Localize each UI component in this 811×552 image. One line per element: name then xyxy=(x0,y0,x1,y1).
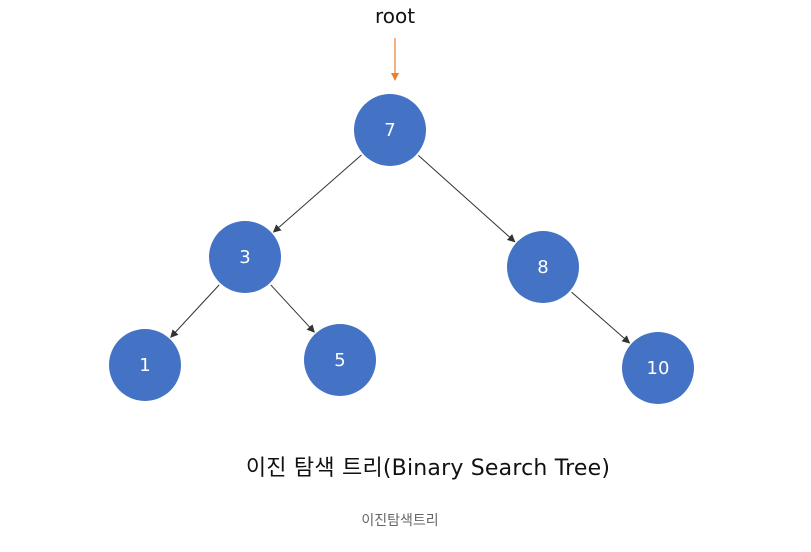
diagram-caption: 이진탐색트리 xyxy=(361,513,439,529)
edge-n7-to-n3 xyxy=(272,154,362,233)
tree-node-1: 1 xyxy=(109,329,181,401)
tree-node-3: 3 xyxy=(209,221,281,293)
tree-node-label: 8 xyxy=(537,257,548,278)
tree-node-label: 7 xyxy=(384,120,395,141)
tree-edges xyxy=(170,154,631,344)
tree-node-label: 1 xyxy=(139,355,150,376)
edge-n7-to-n8 xyxy=(417,154,516,243)
edge-n3-to-n5 xyxy=(270,284,315,333)
root-pointer-label: root xyxy=(374,4,416,28)
edge-n8-to-n10 xyxy=(571,291,631,344)
tree-node-10: 10 xyxy=(622,332,694,404)
diagram-title: 이진 탐색 트리(Binary Search Tree) xyxy=(245,456,611,481)
tree-node-circle xyxy=(209,221,281,293)
tree-node-label: 3 xyxy=(239,247,250,268)
tree-node-circle xyxy=(304,324,376,396)
tree-node-label: 5 xyxy=(334,350,345,371)
edge-n3-to-n1 xyxy=(170,284,220,338)
tree-node-label: 10 xyxy=(647,358,670,379)
tree-node-8: 8 xyxy=(507,231,579,303)
tree-node-circle xyxy=(507,231,579,303)
tree-node-5: 5 xyxy=(304,324,376,396)
tree-node-circle xyxy=(109,329,181,401)
tree-node-circle xyxy=(622,332,694,404)
tree-nodes: 7 3 8 1 5 10 xyxy=(109,94,694,404)
tree-node-7: 7 xyxy=(354,94,426,166)
tree-node-circle xyxy=(354,94,426,166)
